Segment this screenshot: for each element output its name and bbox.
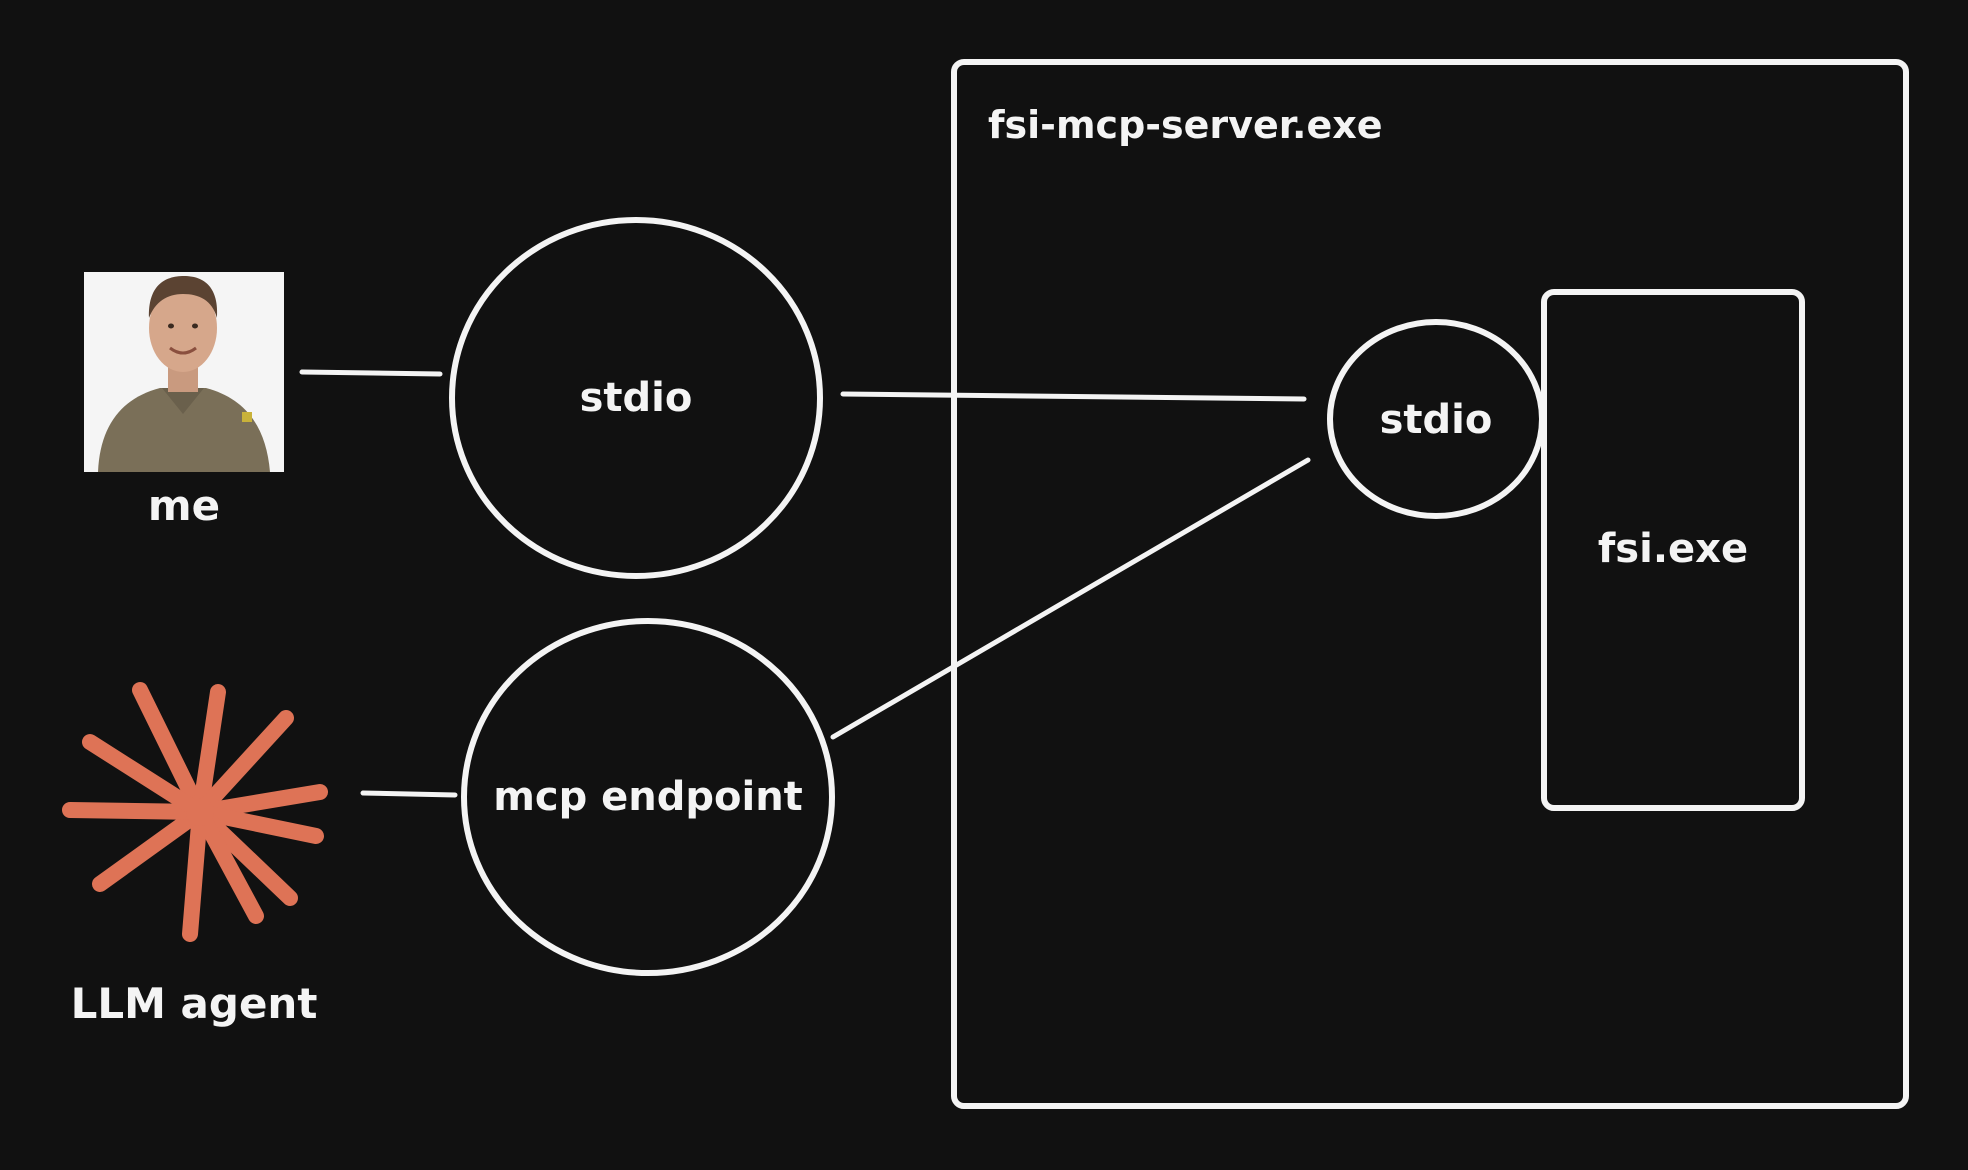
stdio-circle [449,217,823,579]
mcp-endpoint-label: mcp endpoint [493,774,803,820]
me-label: me [148,481,220,530]
stdio-label: stdio [580,375,693,421]
edge-mcp-endpoint-to-inner-stdio [830,457,1311,740]
edge-agent-to-mcp-endpoint [360,790,458,798]
stdio-node: stdio [449,217,823,579]
server-box-outline [951,59,1909,1109]
person-photo-icon [84,272,284,472]
agent-label: LLM agent [71,979,318,1028]
actor-agent: LLM agent [62,682,328,1028]
fsi-box: fsi.exe [1541,289,1805,811]
edge-stdio-to-inner-stdio [840,391,1307,402]
server-label: fsi-mcp-server.exe [988,103,1383,147]
mcp-endpoint-node: mcp endpoint [461,618,835,976]
mcp-endpoint-circle [461,618,835,976]
inner-stdio-circle [1327,319,1545,519]
server-box: fsi-mcp-server.exe [951,59,1909,1109]
fsi-box-outline [1541,289,1805,811]
actor-me: me [84,272,284,530]
starburst-icon [62,682,328,942]
fsi-label: fsi.exe [1598,526,1748,572]
inner-stdio-node: stdio [1327,319,1545,519]
edges [299,369,1311,798]
edge-me-to-stdio [299,369,443,377]
inner-stdio-label: stdio [1380,397,1493,443]
